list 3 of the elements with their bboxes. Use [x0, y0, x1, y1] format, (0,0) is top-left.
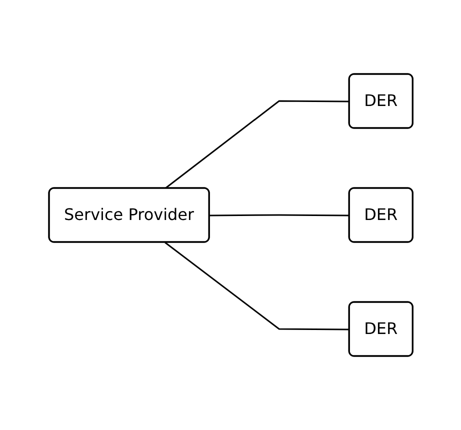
connector: [164, 242, 350, 330]
connector: [164, 100, 350, 190]
connector: [209, 214, 350, 216]
